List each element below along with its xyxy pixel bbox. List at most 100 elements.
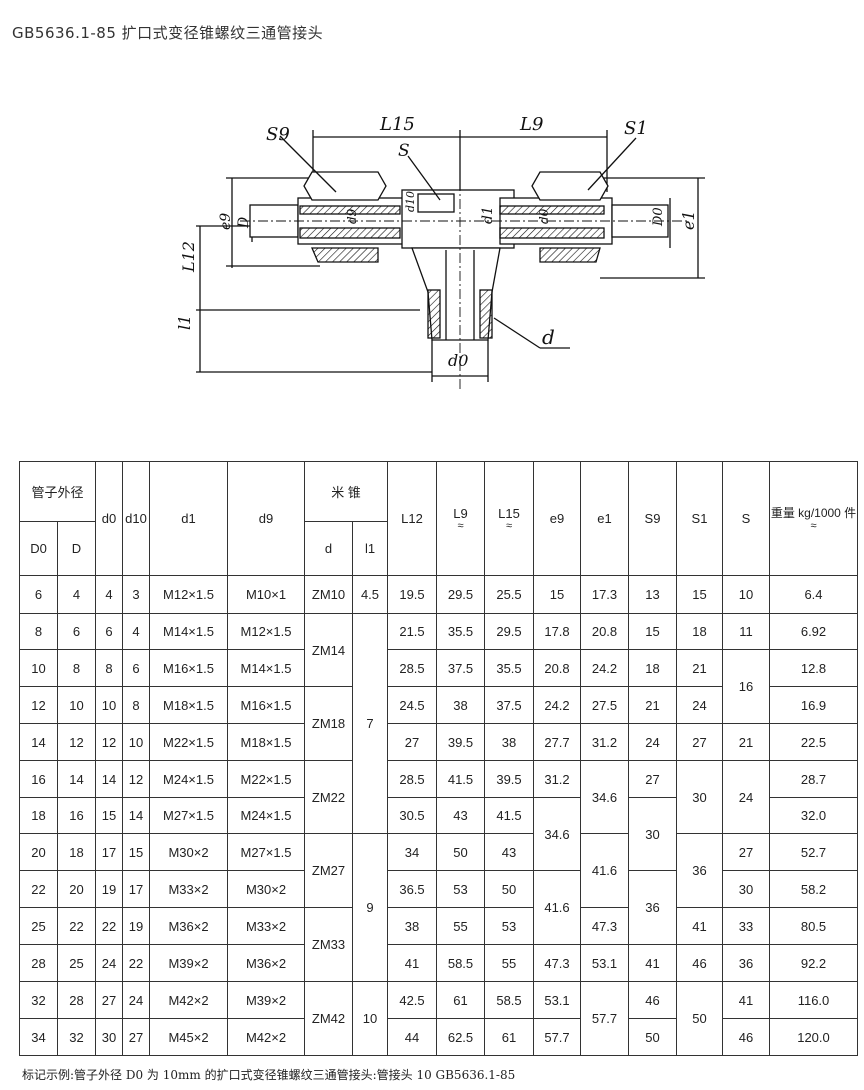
header-e1: e1	[580, 461, 629, 576]
cell-d0: 8	[19, 613, 58, 650]
cell-e1: 53.1	[580, 944, 629, 982]
cell-thread-d: ZM22	[304, 760, 353, 834]
cell-s9: 18	[628, 649, 677, 687]
cell-d1: M30×2	[149, 833, 228, 871]
cell-e9: 20.8	[533, 649, 581, 687]
cell-l9: 62.5	[436, 1018, 485, 1056]
cell-d1: M16×1.5	[149, 649, 228, 687]
cell-l15: 35.5	[484, 649, 534, 687]
cell-e1: 34.6	[580, 760, 629, 834]
cell-e9: 34.6	[533, 797, 581, 871]
cell-weight: 58.2	[769, 870, 858, 908]
cell-e1: 57.7	[580, 981, 629, 1056]
cell-l9: 61	[436, 981, 485, 1019]
cell-d: 22	[57, 907, 96, 945]
cell-l9: 53	[436, 870, 485, 908]
cell-l12: 44	[387, 1018, 437, 1056]
label-s: S	[398, 141, 410, 161]
cell-d1: M14×1.5	[149, 613, 228, 650]
cell-e9: 15	[533, 575, 581, 614]
cell-thread-d: ZM27	[304, 833, 353, 908]
cell-d9: M36×2	[227, 944, 305, 982]
cell-l12: 28.5	[387, 649, 437, 687]
label-d1: d1	[480, 206, 496, 224]
cell-s: 10	[722, 575, 770, 614]
cell-d9: M33×2	[227, 907, 305, 945]
cell-s1: 30	[676, 760, 723, 834]
cell-l12: 42.5	[387, 981, 437, 1019]
cell-d1: M33×2	[149, 870, 228, 908]
header-d10: d10	[122, 461, 150, 576]
cell-d: 16	[57, 797, 96, 834]
cell-d: 18	[57, 833, 96, 871]
header-weight: 重量 kg/1000 件≈	[769, 461, 858, 576]
label-d0-bottom: d0	[448, 351, 468, 370]
label-s1: S1	[624, 118, 648, 139]
cell-thread-l1: 9	[352, 833, 388, 982]
cell-s1: 15	[676, 575, 723, 614]
cell-d0: 17	[95, 833, 123, 871]
cell-d10: 6	[122, 649, 150, 687]
label-d10: d10	[404, 191, 417, 212]
cell-l12: 36.5	[387, 870, 437, 908]
cell-s9: 27	[628, 760, 677, 798]
cell-l15: 43	[484, 833, 534, 871]
cell-d0: 6	[19, 575, 58, 614]
cell-s1: 21	[676, 649, 723, 687]
cell-l15: 55	[484, 944, 534, 982]
cell-d1: M39×2	[149, 944, 228, 982]
cell-d10: 8	[122, 686, 150, 724]
cell-d: 10	[57, 686, 96, 724]
cell-l9: 41.5	[436, 760, 485, 798]
cell-d10: 17	[122, 870, 150, 908]
cell-d0: 20	[19, 833, 58, 871]
cell-l15: 25.5	[484, 575, 534, 614]
cell-weight: 22.5	[769, 723, 858, 761]
cell-d0: 12	[19, 686, 58, 724]
label-e1: e1	[679, 210, 698, 230]
cell-s: 11	[722, 613, 770, 650]
cell-d: 28	[57, 981, 96, 1019]
cell-s1: 18	[676, 613, 723, 650]
cell-d0: 22	[95, 907, 123, 945]
cell-s1: 24	[676, 686, 723, 724]
cell-d1: M24×1.5	[149, 760, 228, 798]
cell-d: 32	[57, 1018, 96, 1056]
label-e9: e9	[218, 213, 234, 230]
cell-d1: M36×2	[149, 907, 228, 945]
cell-d10: 4	[122, 613, 150, 650]
cell-l15: 38	[484, 723, 534, 761]
cell-l9: 50	[436, 833, 485, 871]
header-l15: L15≈	[484, 461, 534, 576]
cell-d10: 24	[122, 981, 150, 1019]
cell-d0: 10	[95, 686, 123, 724]
cell-weight: 6.4	[769, 575, 858, 614]
cell-d9: M10×1	[227, 575, 305, 614]
cell-e9: 47.3	[533, 944, 581, 982]
cell-d9: M42×2	[227, 1018, 305, 1056]
cell-d0: 14	[19, 723, 58, 761]
header-l12: L12	[387, 461, 437, 576]
cell-s1: 46	[676, 944, 723, 982]
cell-d9: M14×1.5	[227, 649, 305, 687]
spec-table: 管子外径 d0 d10 d1 d9 米 锥 L12 L9≈ L15≈ e9 e1…	[19, 461, 858, 1056]
cell-d: 4	[57, 575, 96, 614]
label-l12: L12	[179, 241, 198, 273]
cell-d0: 6	[95, 613, 123, 650]
cell-weight: 92.2	[769, 944, 858, 982]
cell-e1: 17.3	[580, 575, 629, 614]
cell-weight: 32.0	[769, 797, 858, 834]
cell-e1: 47.3	[580, 907, 629, 945]
label-d0-inner: d0	[537, 208, 551, 224]
header-D: D	[57, 521, 96, 576]
cell-s1: 41	[676, 907, 723, 945]
label-l9: L9	[519, 114, 543, 135]
cell-l9: 39.5	[436, 723, 485, 761]
